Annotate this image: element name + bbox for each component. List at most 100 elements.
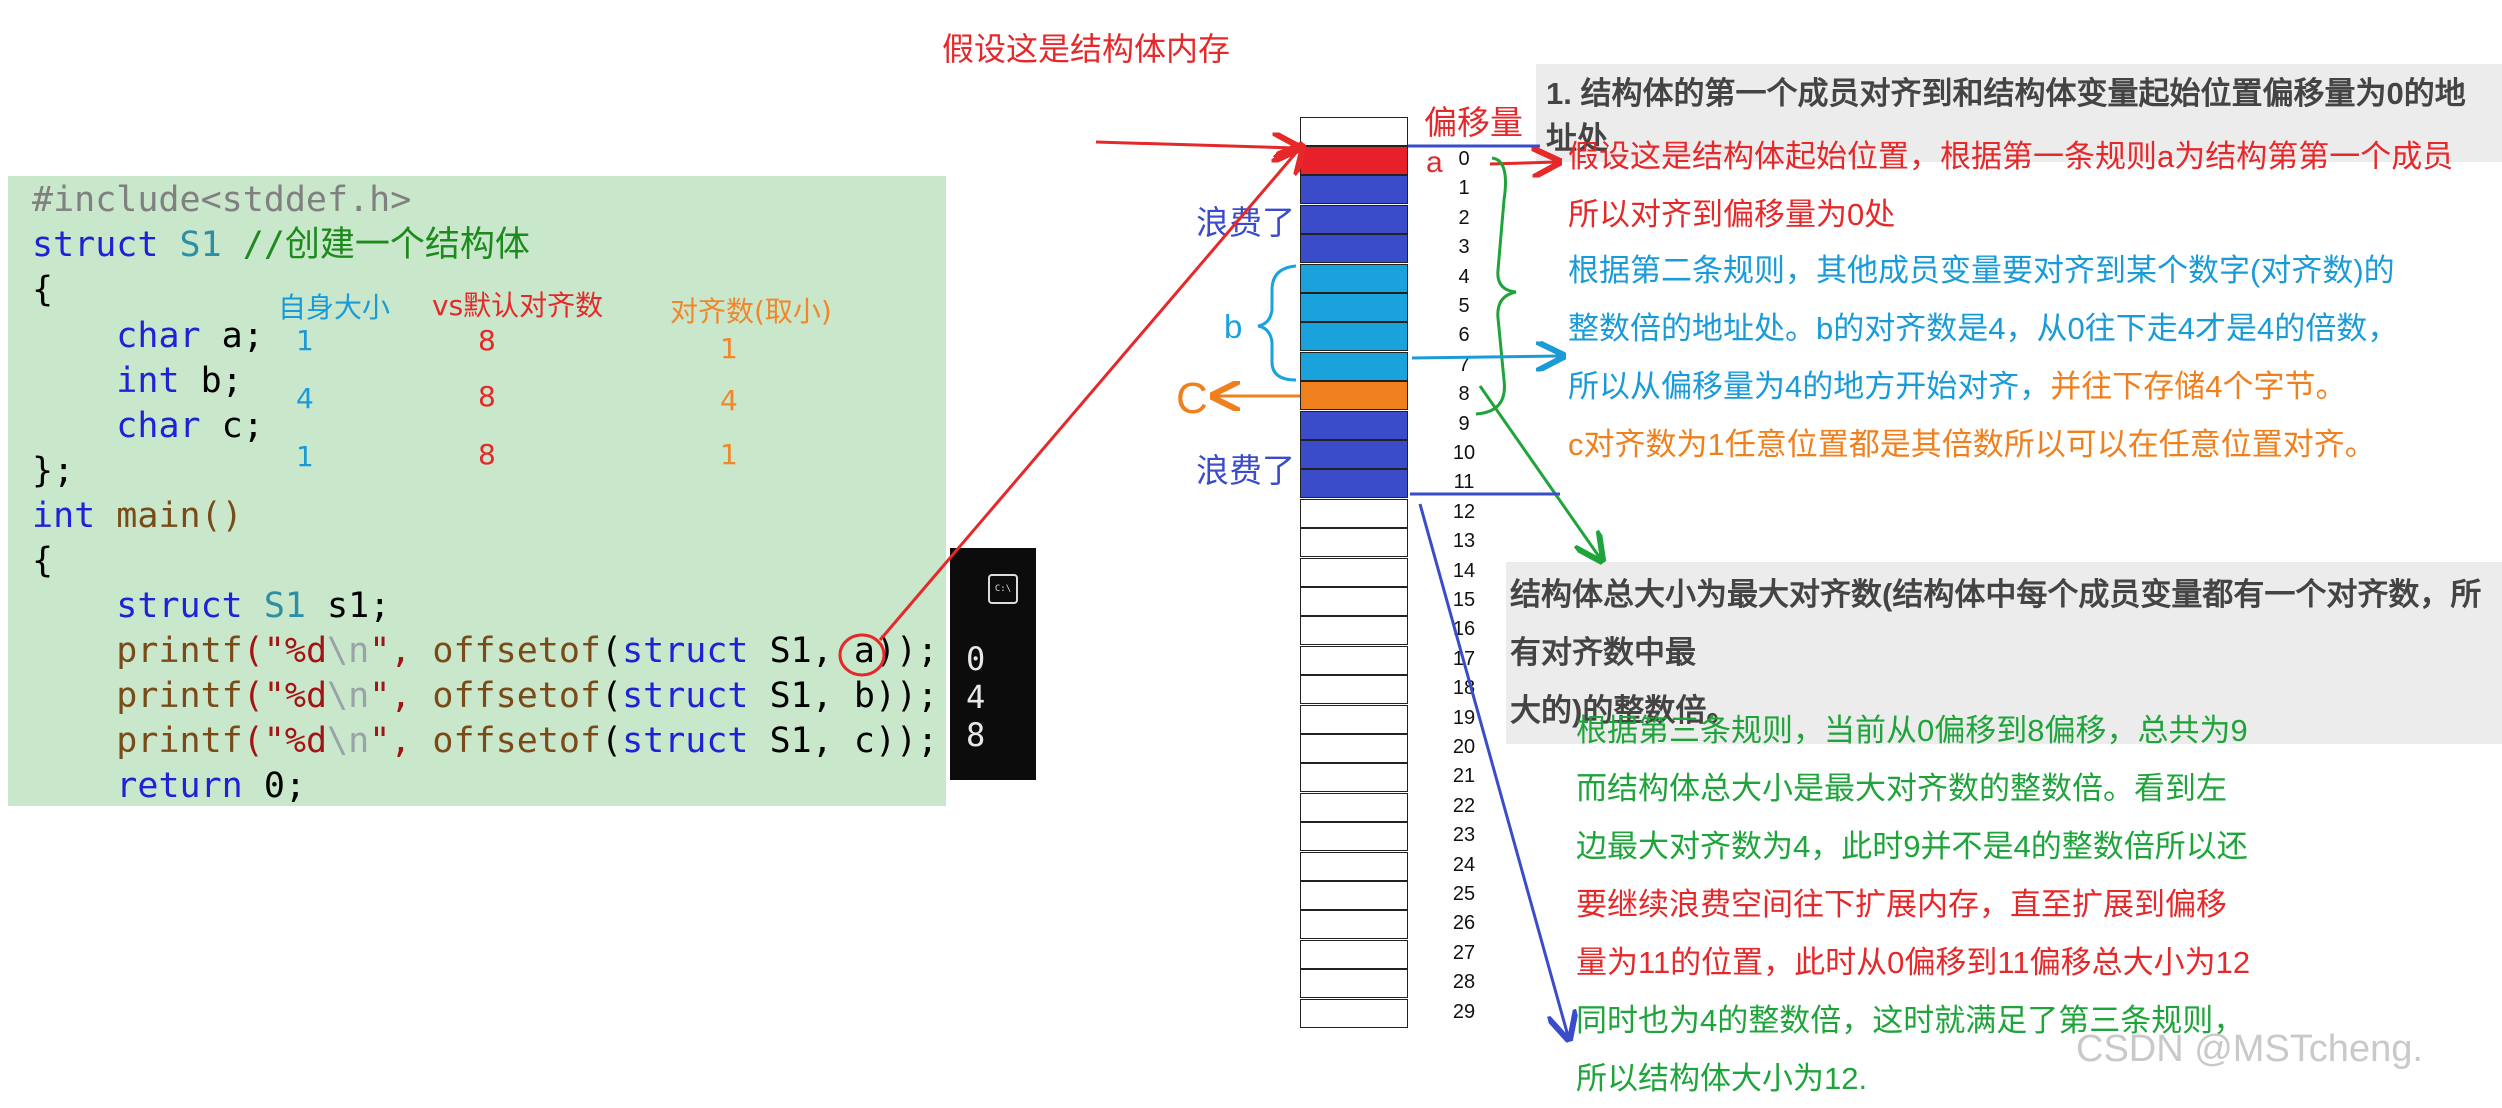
circle-a xyxy=(838,633,886,677)
table-cell: 8 xyxy=(478,438,496,471)
return-line: return 0; xyxy=(116,766,306,806)
table-cell: 8 xyxy=(478,380,496,413)
table-header-size: 自身大小 xyxy=(278,291,391,324)
offset-label: 9 xyxy=(1458,412,1470,435)
arrow-rule-3 xyxy=(1478,385,1600,558)
memory-cell xyxy=(1300,969,1408,999)
memory-cell xyxy=(1300,822,1408,852)
offset-label: 20 xyxy=(1452,736,1476,758)
offset-label: 1 xyxy=(1458,177,1470,200)
memory-cell xyxy=(1300,910,1408,940)
member-a: char a; xyxy=(116,316,264,356)
offset-label: 29 xyxy=(1452,1000,1476,1023)
table-cell: 1 xyxy=(296,440,314,473)
code-editor: #include<stddef.h> struct S1 //创建一个结构体 {… xyxy=(8,176,946,806)
memory-cell xyxy=(1300,587,1408,616)
table-cell: 4 xyxy=(720,384,738,417)
console-output: C:\ 0 4 8 xyxy=(950,548,1036,780)
note-a: 假设这是结构体起始位置，根据第一条规则a为结构第第一个成员 所以对齐到偏移量为0… xyxy=(1568,139,2454,232)
offset-label: 25 xyxy=(1452,883,1476,905)
memory-cell xyxy=(1300,734,1408,763)
memory-cell xyxy=(1300,645,1408,675)
note-total-line: 而结构体总大小是最大对齐数的整数倍。看到左 xyxy=(1576,771,2227,806)
circled-a: a xyxy=(853,631,875,671)
table-cell: 1 xyxy=(720,332,738,365)
arrow-top-red xyxy=(1095,142,1296,148)
table-cell: 8 xyxy=(478,324,496,357)
memory-cell xyxy=(1300,939,1408,969)
member-b: int b; xyxy=(116,361,243,401)
arrow-note-b xyxy=(1411,356,1560,358)
top-label: 假设这是结构体内存 xyxy=(942,31,1231,67)
memory-cell xyxy=(1300,234,1408,264)
offset-label: 2 xyxy=(1458,206,1470,229)
offset-label: 3 xyxy=(1458,236,1470,259)
memory-cell xyxy=(1300,469,1408,499)
offset-label: 27 xyxy=(1452,941,1476,964)
label-a: a xyxy=(1426,146,1443,179)
offset-label: 21 xyxy=(1452,765,1476,788)
main-line: int main() xyxy=(32,496,243,536)
note-b: 根据第二条规则，其他成员变量要对齐到某个数字(对齐数)的 整数倍的地址处。b的对… xyxy=(1568,253,2399,462)
arrow-code-to-memory xyxy=(878,148,1300,641)
offset-label: 16 xyxy=(1452,618,1476,641)
console-line: 8 xyxy=(966,716,986,754)
offset-label: 12 xyxy=(1452,500,1476,523)
memory-cell xyxy=(1300,998,1408,1028)
offset-label: 24 xyxy=(1452,853,1476,876)
offset-label: 5 xyxy=(1458,295,1470,317)
watermark: CSDN @MSTcheng. xyxy=(2076,1028,2423,1070)
offset-label: 0 xyxy=(1458,148,1470,170)
table-cell: 1 xyxy=(720,438,738,471)
rule-1: 1. 结构体的第一个成员对齐到和结构体变量起始位置偏移量为0的地址处 xyxy=(1536,64,2502,162)
label-waste-bottom: 浪费了 xyxy=(1196,452,1295,489)
table-header-default: vs默认对齐数 xyxy=(432,289,604,322)
include-line: #include<stddef.h> xyxy=(32,180,412,220)
offset-label: 28 xyxy=(1452,971,1476,994)
offset-label: 8 xyxy=(1458,383,1470,406)
offset-label: 6 xyxy=(1458,324,1470,347)
printf-line-a: printf("%d\n", offsetof(struct S1, a)); xyxy=(116,631,939,671)
memory-cell xyxy=(1300,851,1408,881)
note-total-line: 边最大对齐数为4，此时9并不是4的整数倍所以还 xyxy=(1576,829,2248,864)
memory-cell xyxy=(1300,204,1408,234)
memory-cell xyxy=(1300,704,1408,734)
offset-label: 23 xyxy=(1452,824,1476,847)
memory-cell xyxy=(1300,410,1408,440)
offset-label: 15 xyxy=(1452,589,1476,611)
memory-cell xyxy=(1300,351,1408,381)
memory-cell xyxy=(1300,263,1408,293)
arrow-down xyxy=(1418,503,1568,1036)
offset-label: 11 xyxy=(1453,471,1475,494)
brace-green-right xyxy=(1475,156,1517,416)
memory-cell-header xyxy=(1300,116,1408,146)
memory-cell xyxy=(1300,881,1408,910)
offset-label: 19 xyxy=(1452,706,1476,729)
memory-cell xyxy=(1300,146,1408,175)
console-line: 0 xyxy=(966,640,986,678)
memory-cell xyxy=(1300,675,1408,705)
offset-label: 13 xyxy=(1452,530,1476,553)
note-total-line: 量为11的位置，此时从0偏移到11偏移总大小为12 xyxy=(1576,945,2251,980)
memory-cell xyxy=(1300,792,1408,822)
memory-cell xyxy=(1300,557,1408,587)
table-header-align: 对齐数(取小) xyxy=(670,295,832,328)
offset-label: 4 xyxy=(1458,265,1470,288)
member-c: char c; xyxy=(116,406,264,446)
brace-open: { xyxy=(32,270,54,310)
memory-cell xyxy=(1300,440,1408,469)
offset-label: 10 xyxy=(1452,442,1476,464)
note-total-line: 要继续浪费空间往下扩展内存，直至扩展到偏移 xyxy=(1576,887,2227,922)
brace-b xyxy=(1257,264,1297,382)
memory-cell xyxy=(1300,763,1408,793)
note-total: 根据第三条规则，当前从0偏移到8偏移，总共为9 而结构体总大小是最大对齐数的整数倍… xyxy=(1576,702,2250,1108)
console-line: 4 xyxy=(966,678,986,716)
rule-3: 结构体总大小为最大对齐数(结构体中每个成员变量都有一个对齐数，所有对齐数中最 大… xyxy=(1506,562,2502,744)
note-total-line: 根据第三条规则，当前从0偏移到8偏移，总共为9 xyxy=(1576,713,2248,748)
table-cell: 4 xyxy=(296,382,314,415)
terminal-icon: C:\ xyxy=(988,574,1018,604)
brace-close: }; xyxy=(32,451,75,491)
memory-cell xyxy=(1300,498,1408,528)
offset-label: 14 xyxy=(1452,559,1476,582)
